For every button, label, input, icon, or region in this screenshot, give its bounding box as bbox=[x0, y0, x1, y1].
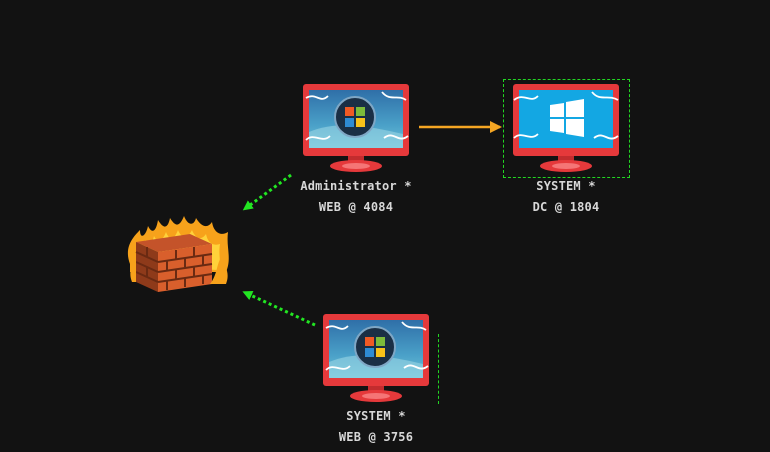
session-label: Administrator * WEB @ 4084 bbox=[276, 176, 436, 218]
session-user: SYSTEM * bbox=[536, 179, 596, 193]
session-host: DC @ 1804 bbox=[532, 200, 600, 214]
session-label: SYSTEM * WEB @ 3756 bbox=[296, 406, 456, 448]
session-host: WEB @ 4084 bbox=[318, 200, 394, 214]
session-user: SYSTEM * bbox=[346, 409, 406, 423]
firewall-node[interactable] bbox=[122, 212, 234, 296]
windows-vista-monitor-icon bbox=[303, 84, 409, 172]
session-user: Administrator * bbox=[300, 179, 412, 193]
pivot-edge-web-system-to-firewall[interactable] bbox=[242, 290, 316, 327]
windows-vista-monitor-icon bbox=[323, 314, 429, 402]
session-host: WEB @ 3756 bbox=[338, 430, 414, 444]
selection-edge-marker bbox=[438, 334, 439, 404]
windows-10-monitor-icon bbox=[513, 84, 619, 172]
session-node-dc[interactable]: SYSTEM * DC @ 1804 bbox=[508, 82, 624, 214]
burning-firewall-icon bbox=[127, 216, 229, 292]
session-label: SYSTEM * DC @ 1804 bbox=[486, 176, 646, 218]
session-node-web-system[interactable]: SYSTEM * WEB @ 3756 bbox=[318, 312, 434, 444]
selection-box bbox=[503, 79, 630, 178]
session-node-web-admin[interactable]: Administrator * WEB @ 4084 bbox=[298, 82, 414, 214]
